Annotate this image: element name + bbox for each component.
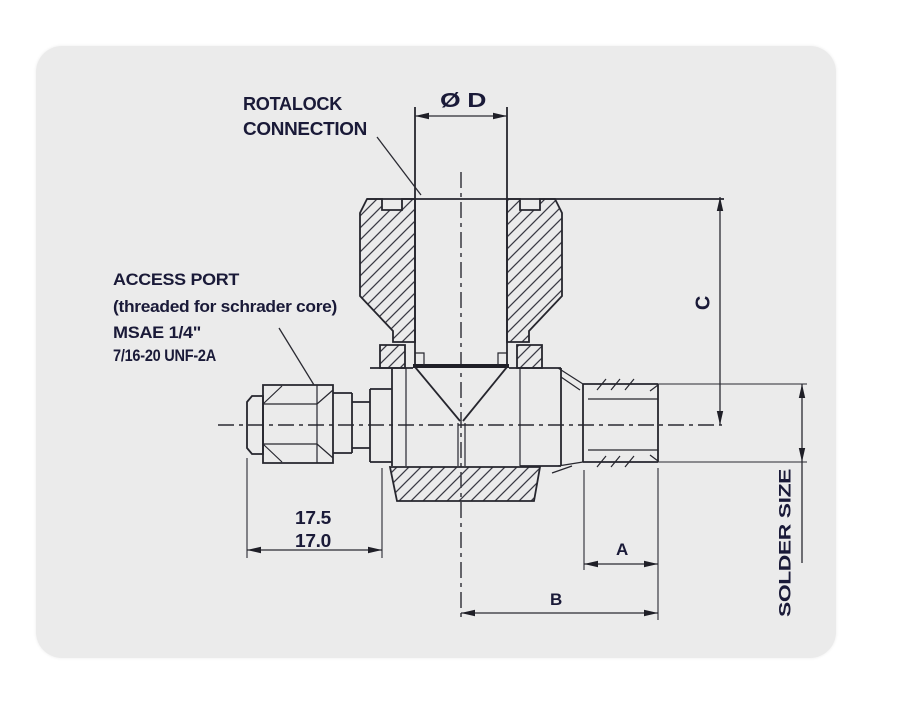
rotalock-label-line2: CONNECTION [243, 119, 367, 139]
access-port-label-line3: MSAE 1/4" [113, 323, 201, 342]
access-port-label-line4: 7/16-20 UNF-2A [113, 346, 216, 365]
dimension-label-c: C [692, 296, 714, 310]
dimension-c: C [692, 197, 724, 425]
rotalock-label: ROTALOCK CONNECTION [243, 94, 367, 139]
dimension-top-diameter: Ø D [415, 90, 507, 120]
access-port-label-line1: ACCESS PORT [113, 270, 240, 289]
dimension-a: A [583, 468, 659, 620]
dimension-b: B [461, 590, 658, 617]
dimension-label-access-max: 17.5 [295, 508, 331, 528]
rotalock-label-line1: ROTALOCK [243, 94, 342, 114]
dimension-label-access-min: 17.0 [295, 531, 331, 551]
dimension-label-diameter: Ø D [440, 90, 486, 112]
drawing-panel [36, 46, 836, 658]
dimension-solder-size: SOLDER SIZE [658, 383, 807, 617]
dimension-access-port-length: 17.5 17.0 [246, 458, 383, 558]
access-port-leader-line [278, 327, 315, 386]
rotalock-nut-drawing [359, 198, 724, 369]
solder-connection-drawing [582, 378, 659, 468]
dimension-label-solder-size: SOLDER SIZE [776, 469, 794, 617]
access-port-label-line2: (threaded for schrader core) [113, 297, 337, 316]
rotalock-leader-line [376, 136, 422, 196]
dimension-label-a: A [616, 540, 628, 559]
valve-body-drawing [370, 352, 584, 502]
dimension-label-b: B [550, 590, 562, 609]
access-port-drawing [246, 384, 392, 464]
access-port-label: ACCESS PORT (threaded for schrader core)… [113, 270, 337, 365]
